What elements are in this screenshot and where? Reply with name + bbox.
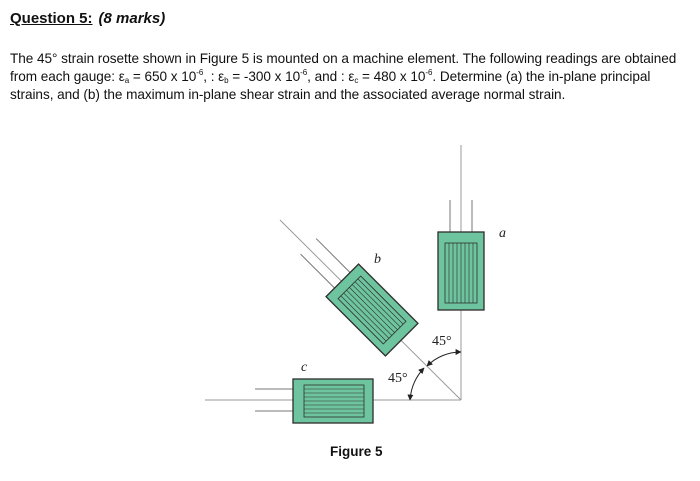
subscript-b: b [224,76,229,85]
gauge-c-grid-lines [304,388,364,414]
question-marks: (8 marks) [98,10,166,27]
strain-a-value: = 650 x 10 [129,69,197,84]
gauge-b-lead-2 [315,238,354,276]
question-number: Question 5: [10,10,93,27]
angle-arc-upper [426,348,462,367]
gauge-b-lead-1 [300,253,338,292]
gauge-a-label: a [499,226,506,241]
gauge-b-grid-lines [340,278,404,342]
figure-caption: Figure 5 [330,444,383,459]
gauge-c [255,378,374,424]
subscript-a: a [124,76,130,85]
gauge-a [437,200,485,311]
angle-label-upper: 45° [432,334,452,349]
gauge-b-label: b [374,252,381,267]
subscript-c: c [354,76,359,85]
angle-label-lower: 45° [388,371,408,386]
strain-c-value: = 480 x 10 [358,69,426,84]
gauge-c-label: c [301,360,308,375]
problem-line-3: strains, and (b) the maximum in-plane sh… [10,87,566,102]
gauge-b [300,238,419,357]
gauge-a-grid-lines [448,243,474,303]
angle-arc-lower [407,367,425,401]
strain-b-value: = -300 x 10 [228,69,301,84]
problem-line-2: from each gauge: εa = 650 x 10-6, : εb =… [10,68,651,85]
problem-line-1: The 45° strain rosette shown in Figure 5… [10,51,677,66]
problem-statement: The 45° strain rosette shown in Figure 5… [10,50,700,104]
question-heading: Question 5: (8 marks) [10,10,165,27]
